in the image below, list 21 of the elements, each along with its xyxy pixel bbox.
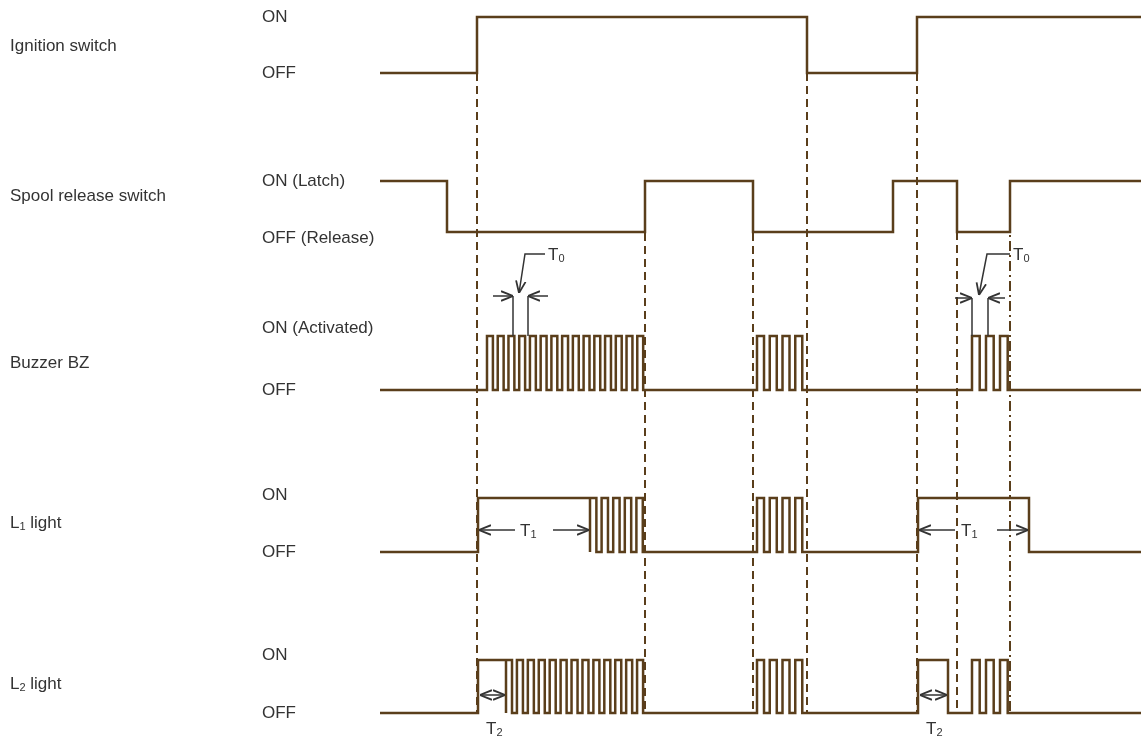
signal-name: L$_{2}$ light	[10, 673, 62, 695]
level-label: OFF	[262, 542, 296, 562]
signal-name: L$_{1}$ light	[10, 512, 62, 534]
dimension-label: T$_{1}$	[520, 520, 537, 542]
level-label: OFF	[262, 63, 296, 83]
level-label: ON (Latch)	[262, 171, 346, 191]
signal-name: Spool release switch	[10, 186, 166, 206]
level-label: ON (Activated)	[262, 318, 374, 338]
level-label: ON	[262, 7, 288, 27]
signal-name: Buzzer BZ	[10, 353, 90, 373]
level-label: ON	[262, 645, 288, 665]
level-label: ON	[262, 485, 288, 505]
dimension-label: T$_{0}$	[1013, 244, 1030, 266]
dimension-label: T$_{0}$	[548, 244, 565, 266]
dimension-label: T$_{2}$	[926, 718, 943, 740]
dimension-label: T$_{2}$	[486, 718, 503, 740]
level-label: OFF	[262, 703, 296, 723]
signal-name: Ignition switch	[10, 36, 117, 56]
level-label: OFF	[262, 380, 296, 400]
dimension-label: T$_{1}$	[961, 520, 978, 542]
level-label: OFF (Release)	[262, 228, 375, 248]
